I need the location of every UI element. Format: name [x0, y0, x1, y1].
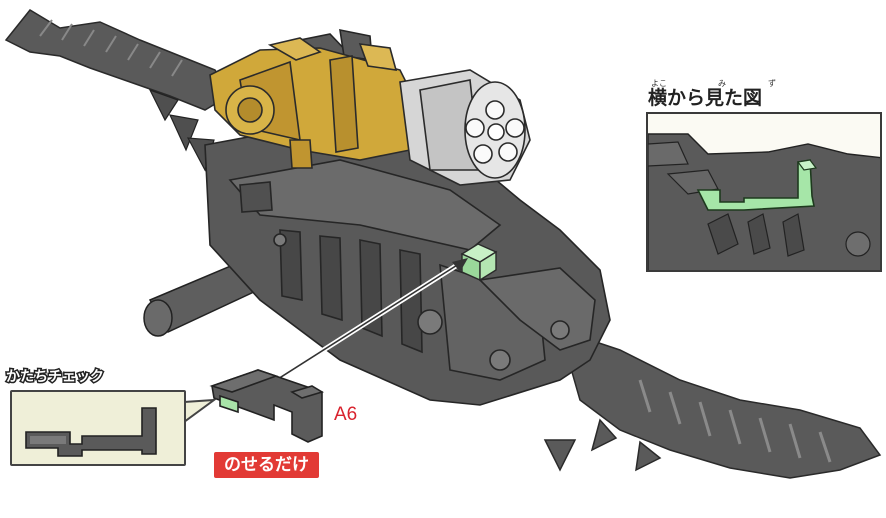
instruction-badge: のせるだけ [214, 452, 319, 478]
inset-title: 横から見た図 [648, 87, 763, 109]
ruby-mi: み [718, 79, 726, 88]
part-a6 [209, 369, 324, 443]
shape-check-outline [25, 407, 157, 457]
upper-tail [4, 9, 232, 111]
callout-pointer [183, 398, 218, 424]
shape-check-box [10, 390, 186, 466]
placement-arrow [246, 258, 468, 401]
lower-tail [543, 328, 882, 479]
part-label: A6 [334, 404, 358, 425]
ruby-zu: ず [768, 79, 776, 88]
silver-barrel [399, 69, 531, 186]
shape-check-title: かたちチェック [5, 368, 106, 387]
placement-target [460, 243, 498, 282]
axle-rod [143, 261, 260, 337]
gold-cannon [209, 37, 421, 169]
side-view-inset [646, 112, 882, 272]
main-body [204, 28, 611, 406]
ruby-yoko: よこ [651, 79, 667, 88]
side-view-drawing [648, 133, 880, 270]
